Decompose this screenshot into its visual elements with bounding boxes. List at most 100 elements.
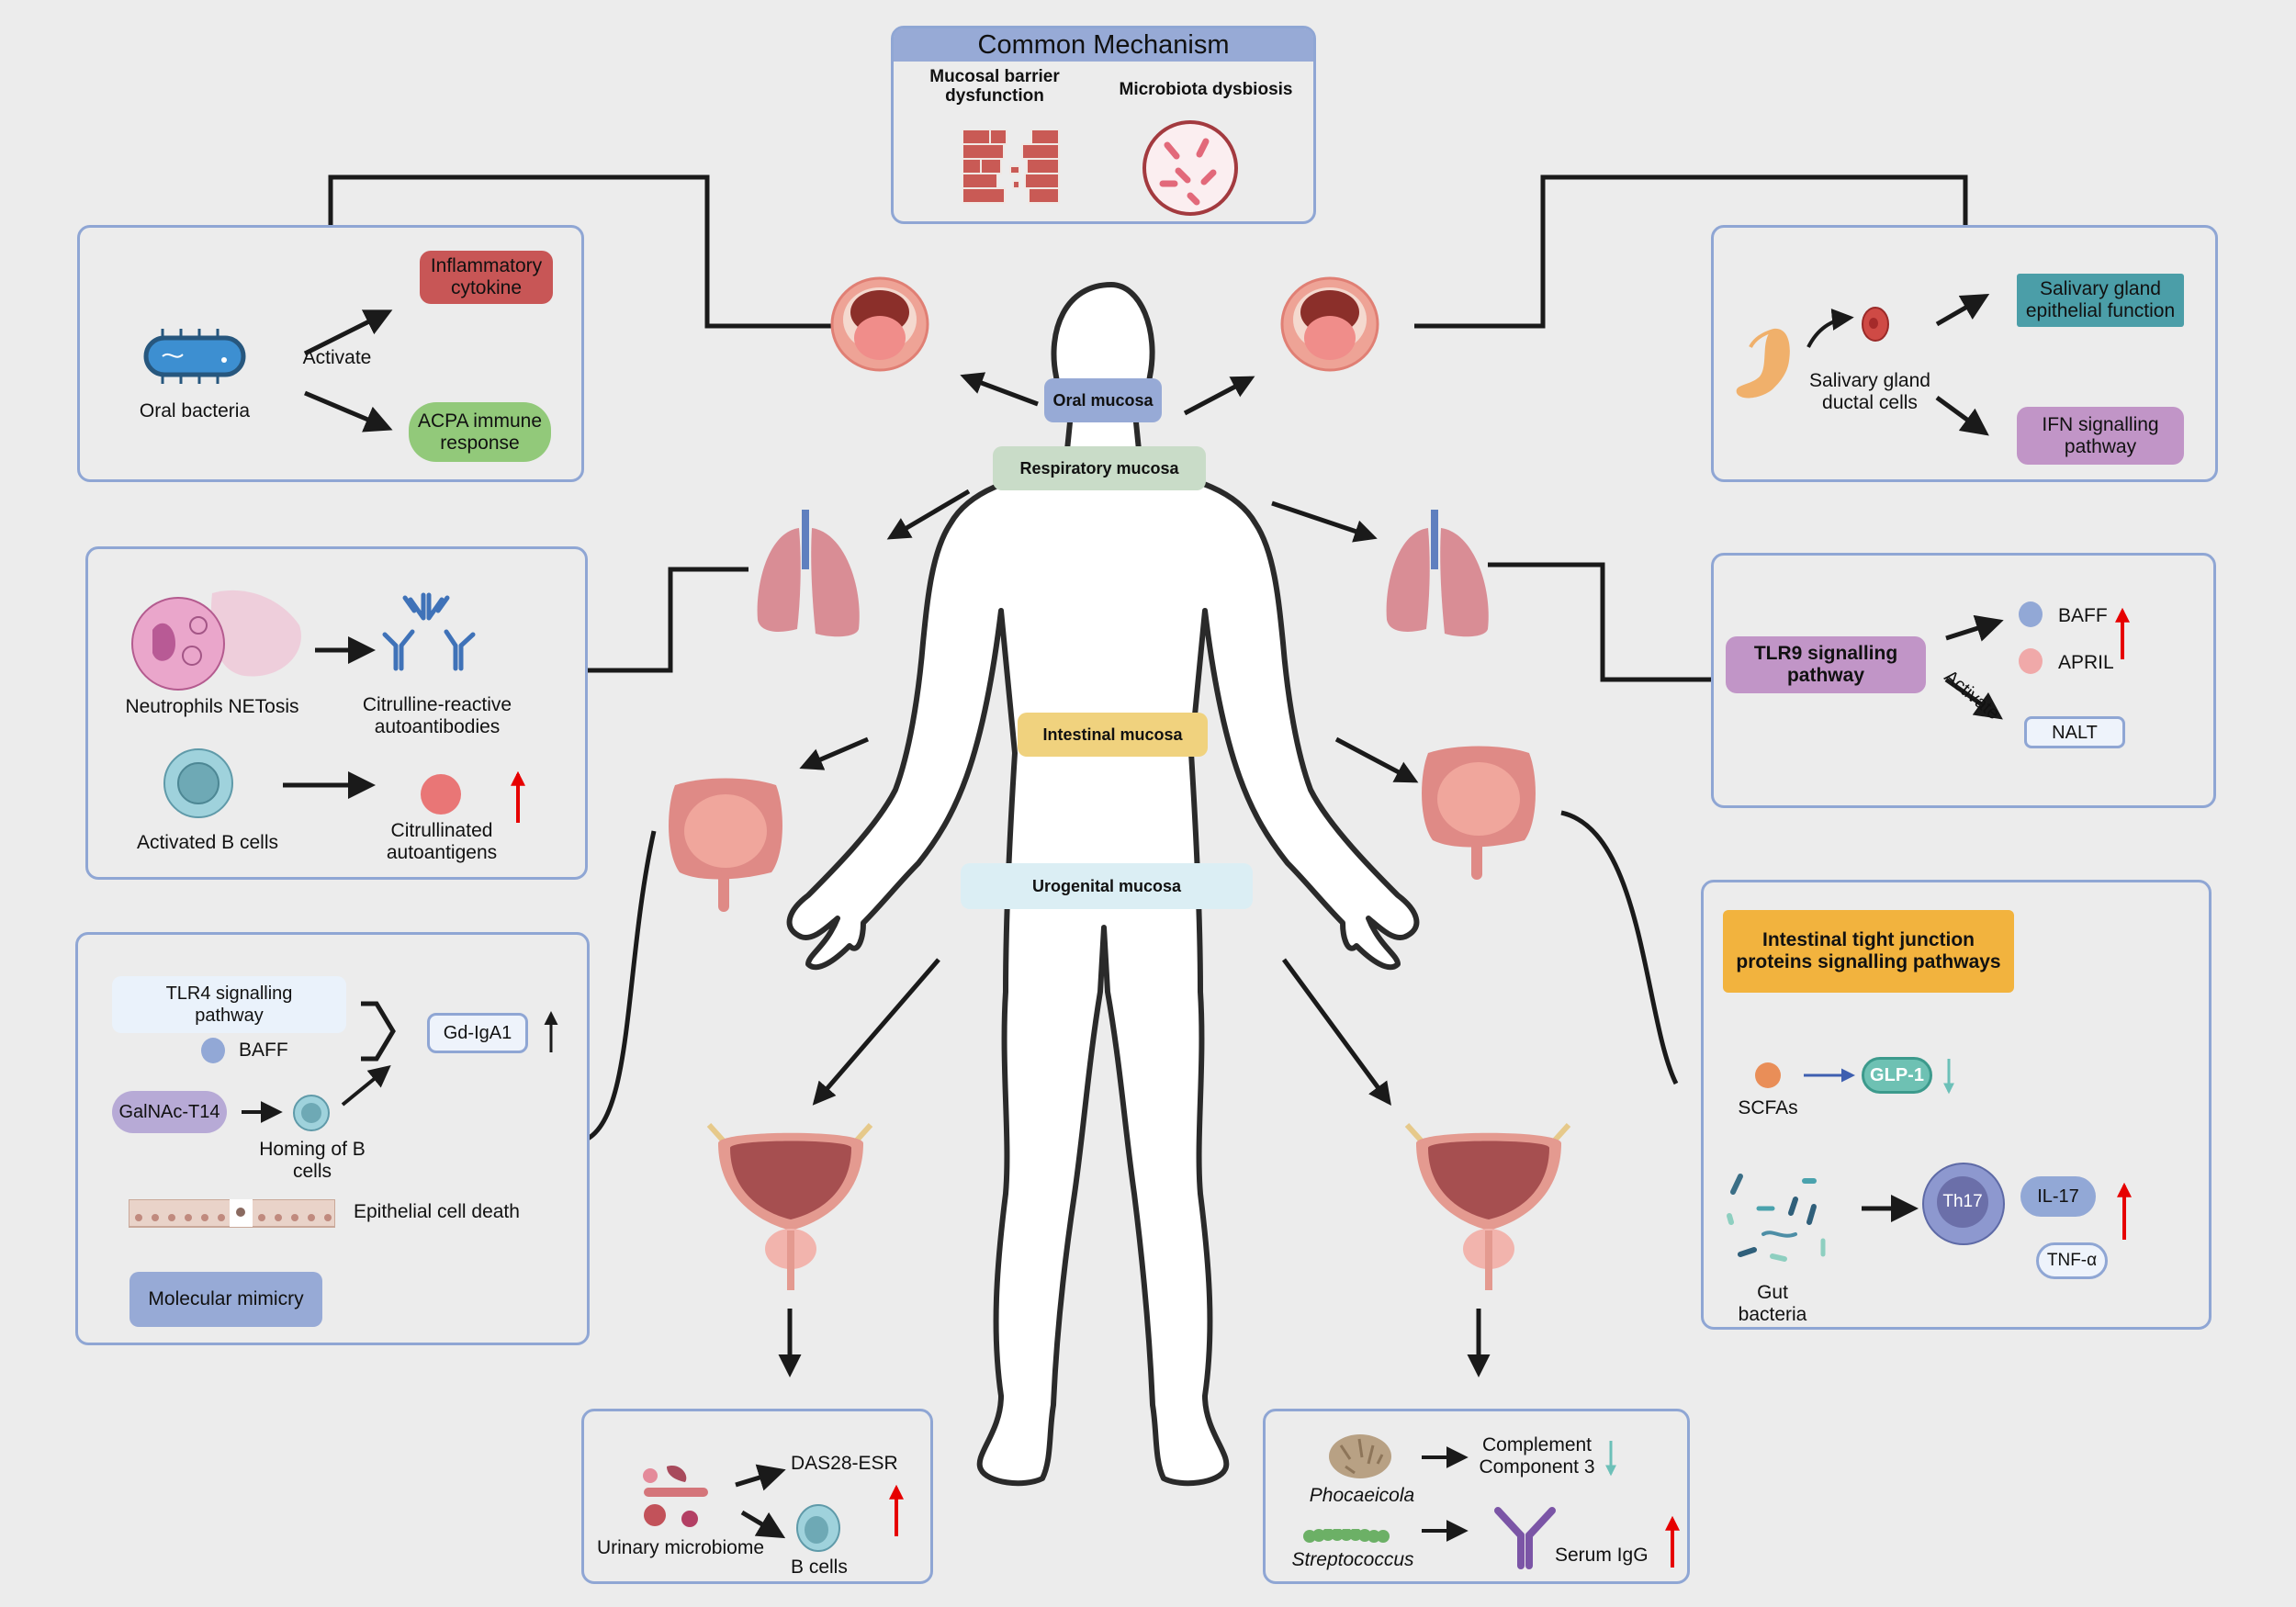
salivary-ductal-cells-label: Salivary gland ductal cells [1809, 370, 1930, 413]
salivary-gland-icon [1736, 328, 1790, 399]
gd-iga1-box: Gd-IgA1 [427, 1013, 528, 1053]
oral-right-panel: Salivary gland ductal cells Salivary gla… [1711, 225, 2218, 482]
netosis-arrow [315, 636, 376, 664]
arrow-uro-right [1281, 958, 1391, 1107]
urogenital-right-panel: Phocaeicola Streptococcus Complement Com… [1263, 1409, 1690, 1584]
th17-label: Th17 [1937, 1176, 1988, 1228]
april-label: APRIL [2058, 652, 2114, 673]
arrow-oral-right [1183, 376, 1255, 416]
up-arrow-icon [511, 770, 525, 823]
arrow-uro-left [812, 958, 940, 1106]
lungs-icon-right [1386, 510, 1489, 637]
barrier-dysfunction-label: Mucosal barrier dysfunction [929, 67, 1060, 106]
bcell-arrow [283, 771, 376, 799]
connector-resp-right [1488, 562, 1722, 682]
respiratory-left-panel: Neutrophils NETosis Citrulline-reactive … [85, 546, 588, 880]
streptococcus-label: Streptococcus [1291, 1549, 1414, 1570]
ductal-cell-icon [1862, 307, 1889, 342]
urogenital-left-panel: Urinary microbiome DAS28-ESR B cells [581, 1409, 933, 1584]
ductal-cell-arrow [1806, 308, 1854, 348]
streptococcus-icon [1303, 1529, 1390, 1543]
intestine-icon-right [1422, 746, 1536, 880]
arrow-oral-left [960, 372, 1039, 407]
complement-c3-label: Complement Component 3 [1479, 1434, 1595, 1478]
tlr9-arrows [1944, 614, 2004, 720]
gut-bacteria-icon [1727, 1174, 1826, 1262]
homing-b-cells-label: Homing of B cells [259, 1139, 366, 1182]
oral-bacteria-label: Oral bacteria [139, 400, 251, 421]
b-cell-icon [796, 1504, 840, 1552]
down-arrow-icon [1943, 1059, 1954, 1095]
broken-brick-wall-icon [962, 129, 1060, 204]
inflammatory-cytokine-box: Inflammatory cytokine [420, 251, 553, 304]
phocaeicola-arrow [1422, 1446, 1469, 1468]
activate-label: Activate [302, 347, 372, 368]
intestinal-mucosa-label: Intestinal mucosa [1018, 713, 1208, 757]
tight-junction-pathways-box: Intestinal tight junction proteins signa… [1723, 910, 2014, 993]
serum-igg-label: Serum IgG [1555, 1545, 1649, 1566]
ifn-signalling-pathway-box: IFN signalling pathway [2017, 407, 2184, 465]
glp1-box: GLP-1 [1862, 1057, 1932, 1094]
homing-arrow [341, 1064, 391, 1107]
il17-box: IL-17 [2020, 1176, 2096, 1217]
urinary-microbiome-label: Urinary microbiome [596, 1537, 765, 1558]
connector-int-left [586, 830, 657, 1141]
bladder-icon-left [706, 1122, 873, 1290]
baff-label: BAFF [239, 1039, 288, 1061]
galnac-arrow [242, 1101, 283, 1123]
up-arrow-icon [2117, 1182, 2132, 1240]
gut-bacteria-arrow [1862, 1195, 1919, 1222]
phocaeicola-icon [1329, 1434, 1391, 1478]
nalt-box: NALT [2024, 716, 2125, 748]
common-mechanism-title: Common Mechanism [894, 28, 1313, 62]
connector-oral-left [328, 174, 831, 329]
baff-label: BAFF [2058, 605, 2108, 626]
citrullinated-autoantigen-icon [421, 774, 461, 815]
activated-b-cell-icon [163, 748, 233, 818]
up-arrow-icon [889, 1484, 904, 1536]
intestine-icon-left [669, 778, 782, 912]
epithelial-cells-icon [129, 1199, 335, 1228]
molecular-mimicry-box: Molecular mimicry [129, 1272, 322, 1327]
citrulline-reactive-autoantibodies-label: Citrulline-reactive autoantibodies [362, 694, 512, 737]
b-cells-label: B cells [791, 1556, 848, 1578]
neutrophils-netosis-label: Neutrophils NETosis [125, 696, 299, 717]
connector-resp-left [588, 567, 748, 673]
gut-bacteria-label: Gut bacteria [1738, 1282, 1807, 1325]
arrow-resp-left [886, 489, 971, 540]
baff-dot-icon [2019, 601, 2043, 627]
mouth-icon-left [830, 276, 929, 372]
baff-dot-icon [201, 1038, 225, 1063]
connector-oral-right [1414, 174, 1968, 329]
galnac-t14-box: GalNAc-T14 [112, 1091, 227, 1133]
bacteria-petri-dish-icon [1142, 120, 1238, 216]
autoantibodies-icon [382, 592, 476, 671]
oral-left-arrows [303, 309, 393, 433]
oral-mucosa-label: Oral mucosa [1044, 378, 1162, 422]
urinary-microbiome-icon [643, 1465, 708, 1527]
up-arrow-icon [2115, 607, 2130, 659]
respiratory-mucosa-label: Respiratory mucosa [993, 446, 1206, 490]
acpa-immune-response-box: ACPA immune response [409, 402, 551, 462]
respiratory-right-panel: TLR9 signalling pathway Activate BAFF AP… [1711, 553, 2216, 808]
arrow-int-right [1334, 736, 1419, 783]
th17-cell-icon: Th17 [1922, 1163, 2005, 1245]
organ-arrows [778, 372, 1491, 1377]
lungs-icon-left [757, 510, 860, 637]
connector-int-right [1560, 810, 1679, 1085]
das28-esr-label: DAS28-ESR [791, 1453, 898, 1474]
connector-lines [328, 174, 1968, 1141]
oral-left-panel: Oral bacteria Activate Inflammatory cyto… [77, 225, 584, 482]
common-mechanism-panel: Common Mechanism Mucosal barrier dysfunc… [891, 26, 1316, 224]
urogenital-mucosa-label: Urogenital mucosa [961, 863, 1253, 909]
urinary-arrows [735, 1464, 786, 1539]
tlr9-pathway-box: TLR9 signalling pathway [1726, 636, 1926, 693]
salivary-epithelial-function-box: Salivary gland epithelial function [2017, 274, 2184, 327]
bladder-icon-right [1404, 1122, 1571, 1290]
oral-right-arrows [1935, 294, 1990, 436]
scfas-label: SCFAs [1738, 1097, 1798, 1118]
up-arrow-icon [1665, 1515, 1680, 1568]
epithelial-cell-death-label: Epithelial cell death [354, 1201, 520, 1222]
tlr4-pathway-box: TLR4 signalling pathway [112, 976, 346, 1033]
brace-icon [361, 1001, 396, 1062]
